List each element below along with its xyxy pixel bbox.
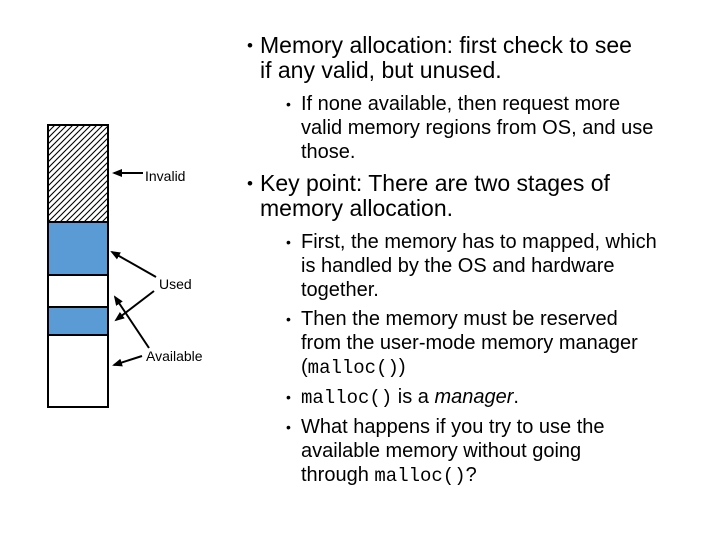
bullet-marker: • [286, 96, 291, 112]
segment-available-1 [47, 274, 109, 308]
bullet-text: Then the memory must be reserved from th… [301, 307, 697, 380]
segment-available-2 [47, 334, 109, 408]
bullet-text: Key point: There are two stages of memor… [260, 171, 697, 221]
text-run: manager [434, 386, 514, 408]
text-run: Memory allocation: first check to see if… [260, 32, 632, 83]
text-run: If none available, then request more val… [301, 93, 654, 163]
bullet-item: • If none available, then request more va… [286, 92, 697, 164]
text-run: is a [392, 386, 435, 408]
bullet-item: • malloc() is a manager. [286, 385, 697, 410]
text-run: Key point: There are two stages of memor… [260, 170, 610, 221]
segment-used-2 [47, 306, 109, 336]
text-run: ? [465, 464, 477, 486]
used-arrow-2 [114, 290, 155, 322]
memory-diagram: Invalid Used Available [47, 124, 203, 408]
bullet-marker: • [247, 36, 253, 55]
used-arrow-1 [110, 251, 157, 278]
bullet-item: • Memory allocation: first check to see i… [247, 33, 697, 83]
available-label: Available [146, 348, 203, 364]
bullet-marker: • [286, 311, 291, 327]
bullet-marker: • [286, 389, 291, 405]
bullet-marker: • [286, 419, 291, 435]
bullet-item: • Then the memory must be reserved from t… [286, 307, 697, 380]
segment-invalid-hatched [47, 124, 109, 223]
text-run: First, the memory has to mapped, which i… [301, 231, 657, 301]
bullet-text: First, the memory has to mapped, which i… [301, 230, 697, 302]
text-run: ) [398, 356, 406, 378]
bullet-item: • First, the memory has to mapped, which … [286, 230, 697, 302]
available-arrow-2 [112, 355, 143, 367]
used-label: Used [159, 276, 192, 292]
bullet-text: What happens if you try to use the avail… [301, 415, 697, 488]
invalid-label: Invalid [145, 168, 185, 184]
text-run: What happens if you try to use the avail… [301, 416, 605, 486]
bullet-text: Memory allocation: first check to see if… [260, 33, 697, 83]
bullet-item: • What happens if you try to use the avai… [286, 415, 697, 488]
bullet-text: malloc() is a manager. [301, 385, 697, 410]
bullet-text: If none available, then request more val… [301, 92, 697, 164]
bullet-text-column: • Memory allocation: first check to see i… [247, 26, 697, 493]
segment-used-1 [47, 221, 109, 276]
bullet-item: • Key point: There are two stages of memo… [247, 171, 697, 221]
bullet-marker: • [247, 174, 253, 193]
text-run: . [513, 386, 519, 408]
available-arrow-1 [113, 295, 150, 349]
code-run: malloc() [374, 465, 466, 487]
text-run: Then the memory must be reserved from th… [301, 308, 638, 378]
code-run: malloc() [307, 357, 399, 379]
code-run: malloc() [301, 387, 393, 409]
bullet-marker: • [286, 234, 291, 250]
